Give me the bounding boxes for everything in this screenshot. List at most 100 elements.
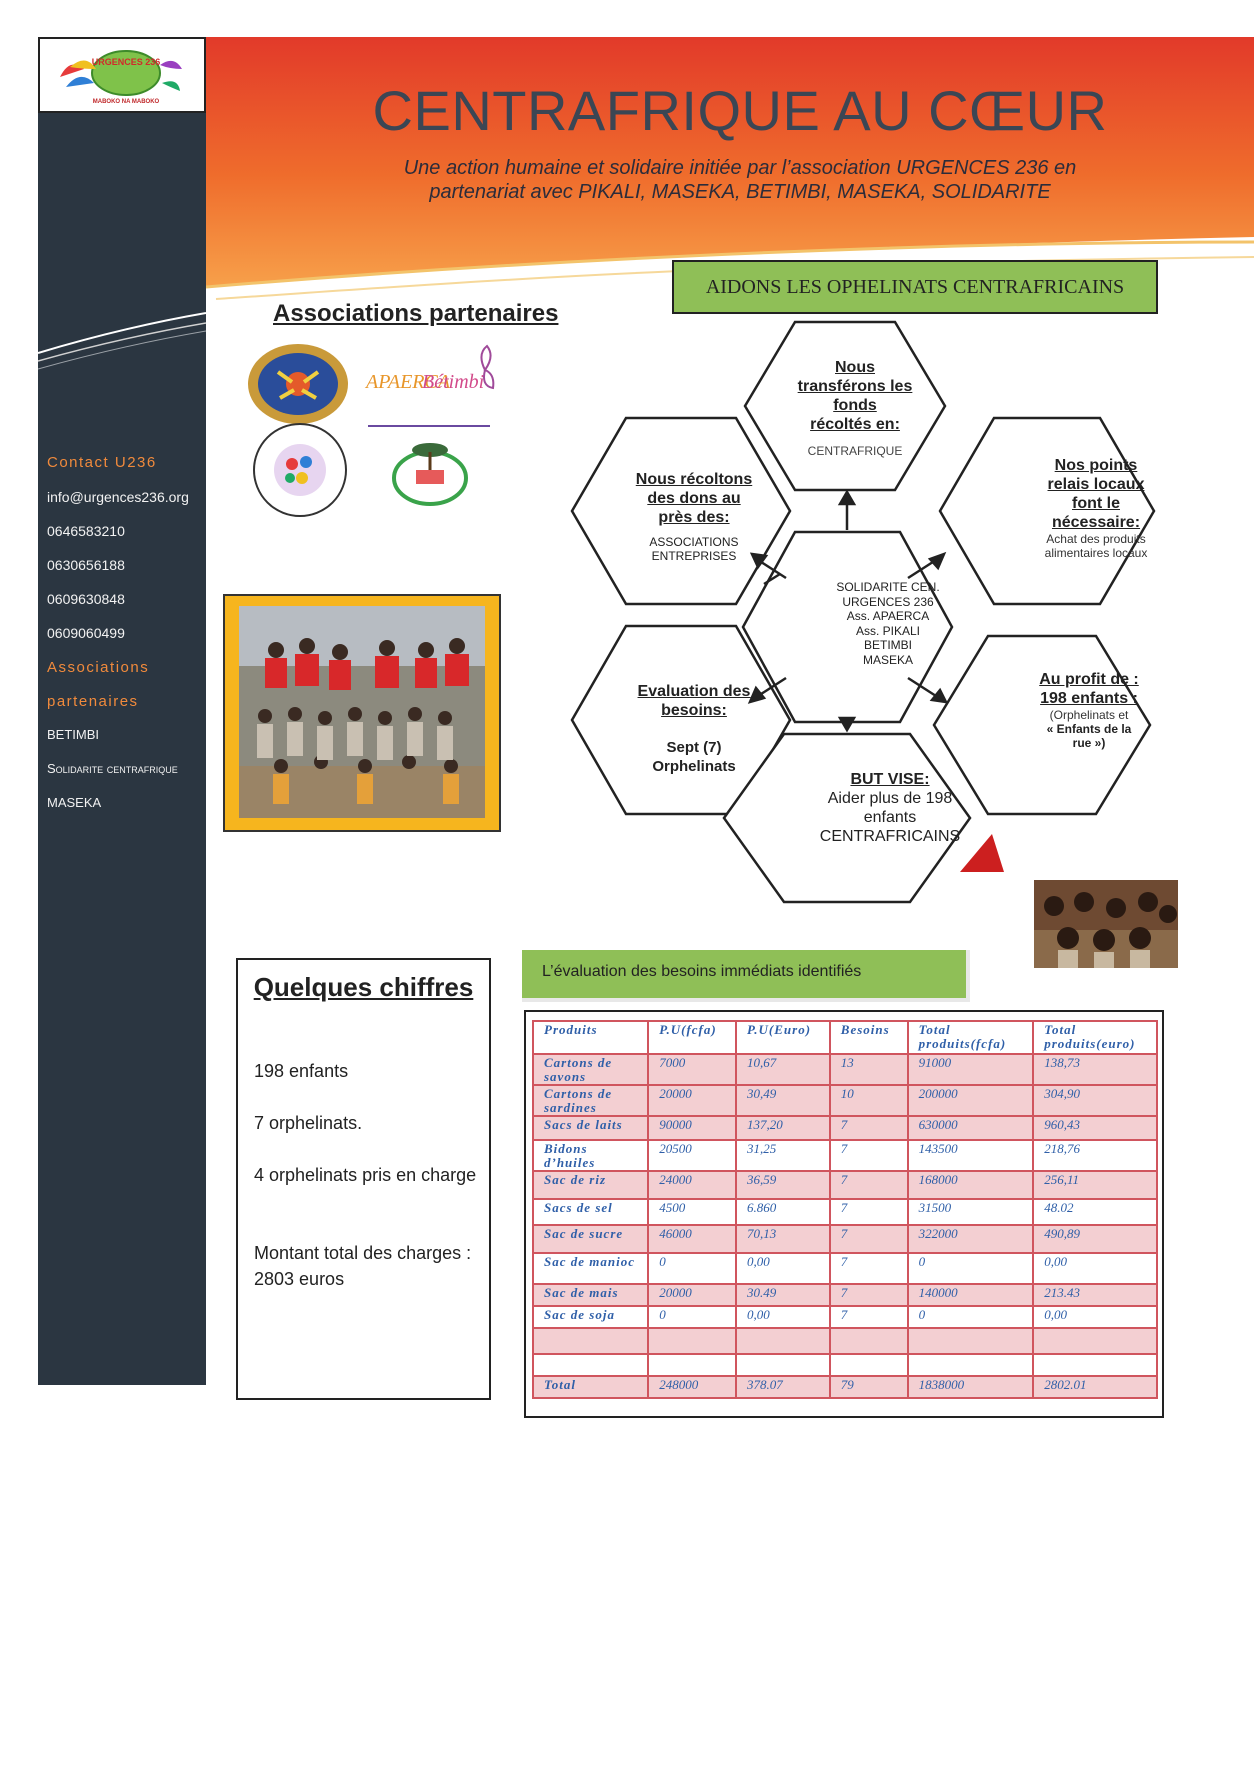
key-figure: 7 orphelinats. — [254, 1113, 363, 1133]
value-cell: 322000 — [906, 1224, 1035, 1254]
product-cell: Cartons de savons — [531, 1053, 650, 1086]
hex-lower-left-text: Evaluation des besoins: Sept (7) Orpheli… — [637, 683, 751, 775]
value-cell: 1838000 — [906, 1375, 1035, 1399]
value-cell: 70,13 — [735, 1224, 831, 1254]
contact-phone: 0630656188 — [47, 557, 125, 573]
value-cell: 7 — [828, 1305, 909, 1329]
children-group-photo — [223, 594, 501, 832]
subtitle-line: partenariat avec PIKALI, MASEKA, BETIMBI… — [429, 181, 1051, 203]
value-cell: 7000 — [647, 1053, 737, 1086]
column-header: P.U(Euro) — [735, 1020, 831, 1055]
value-cell: 31500 — [906, 1198, 1035, 1226]
page-subtitle: Une action humaine et solidaire initiée … — [360, 156, 1120, 204]
value-cell: 218,76 — [1032, 1139, 1158, 1172]
column-header: Total produits(fcfa) — [906, 1020, 1035, 1055]
association-emblem-icon — [248, 344, 348, 424]
key-figure: 4 orphelinats pris en charge — [254, 1165, 477, 1185]
value-cell: 200000 — [906, 1084, 1035, 1117]
children-small-photo — [1034, 880, 1178, 968]
value-cell: 10,67 — [735, 1053, 831, 1086]
contact-phone: 0609630848 — [47, 591, 125, 607]
value-cell: 0 — [906, 1305, 1035, 1329]
sidebar-swoosh — [38, 312, 206, 370]
value-cell: 140000 — [906, 1283, 1035, 1307]
value-cell: 0,00 — [1032, 1252, 1158, 1285]
value-cell — [828, 1327, 909, 1355]
value-cell: 30,49 — [735, 1084, 831, 1117]
hex-upper-left-text: Nous récoltons des dons au près des: ASS… — [635, 471, 753, 563]
value-cell: 10 — [828, 1084, 909, 1117]
product-cell: Sac de mais — [531, 1283, 650, 1307]
table-row — [531, 1353, 1158, 1377]
subtitle-line: Une action humaine et solidaire initiée … — [403, 157, 1077, 179]
product-cell — [531, 1327, 650, 1355]
hex-lower-right-text: Au profit de : 198 enfants : (Orphelinat… — [1039, 671, 1139, 750]
value-cell: 213.43 — [1032, 1283, 1158, 1307]
partners-heading: partenaires — [47, 693, 139, 710]
value-cell: 960,43 — [1032, 1115, 1158, 1141]
hex-center-text: SOLIDARITE CEN. URGENCES 236 Ass. APAERC… — [836, 580, 940, 667]
value-cell: 48.02 — [1032, 1198, 1158, 1226]
value-cell: 304,90 — [1032, 1084, 1158, 1117]
partner-logos: APAERCA Bétimbi — [248, 344, 495, 517]
value-cell: 143500 — [906, 1139, 1035, 1172]
partner-item: Solidarite centrafrique — [47, 761, 178, 776]
value-cell: 630000 — [906, 1115, 1035, 1141]
value-cell: 91000 — [906, 1053, 1035, 1086]
key-figures-box: Quelques chiffres 198 enfants 7 orphelin… — [236, 958, 491, 1400]
evaluation-banner: L’évaluation des besoins immédiats ident… — [522, 950, 970, 1002]
key-figures-title: Quelques chiffres — [253, 972, 474, 1002]
svg-text:URGENCES 236: URGENCES 236 — [92, 57, 161, 67]
key-figure: 198 enfants — [254, 1061, 349, 1081]
value-cell: 7 — [828, 1139, 909, 1172]
value-cell — [647, 1353, 737, 1377]
table-row — [531, 1327, 1158, 1355]
contact-email[interactable]: info@urgences236.org — [47, 489, 189, 505]
key-figure: Montant total des charges : 2803 euros — [254, 1243, 472, 1289]
product-cell: Sac de soja — [531, 1305, 650, 1329]
hex-top-text: Nous transférons les fonds récoltés en: … — [797, 359, 913, 458]
value-cell: 490,89 — [1032, 1224, 1158, 1254]
column-header: P.U(fcfa) — [647, 1020, 737, 1055]
column-header: Produits — [531, 1020, 650, 1055]
value-cell: 0 — [906, 1252, 1035, 1285]
hex-center — [741, 530, 954, 724]
sidebar — [38, 113, 206, 1385]
value-cell: 46000 — [647, 1224, 737, 1254]
product-cell: Cartons de sardines — [531, 1084, 650, 1117]
value-cell: 20000 — [647, 1283, 737, 1307]
value-cell: 248000 — [647, 1375, 737, 1399]
urgences-ring-logo — [253, 423, 347, 517]
value-cell: 7 — [828, 1252, 909, 1285]
value-cell: 7 — [828, 1170, 909, 1200]
globe-logo-icon: URGENCES 236 MABOKO NA MABOKO — [60, 50, 182, 105]
product-cell: Sac de sucre — [531, 1224, 650, 1254]
svg-text:Bétimbi: Bétimbi — [422, 371, 484, 393]
column-header: Total produits(euro) — [1032, 1020, 1158, 1055]
value-cell: 256,11 — [1032, 1170, 1158, 1200]
svg-text:APAERCA: APAERCA — [364, 371, 451, 393]
value-cell: 13 — [828, 1053, 909, 1086]
product-cell: Sac de manioc — [531, 1252, 650, 1285]
value-cell: 0 — [647, 1252, 737, 1285]
svg-text:MABOKO NA MABOKO: MABOKO NA MABOKO — [93, 99, 160, 105]
column-header: Besoins — [828, 1020, 909, 1055]
value-cell: 6.860 — [735, 1198, 831, 1226]
value-cell: 30.49 — [735, 1283, 831, 1307]
value-cell: 2802.01 — [1032, 1375, 1158, 1399]
red-triangle-icon — [960, 834, 1004, 872]
contact-phone: 0646583210 — [47, 523, 125, 539]
partner-item: MASEKA — [47, 795, 102, 810]
hex-bottom-text: BUT VISE: Aider plus de 198 enfants CENT… — [819, 771, 961, 845]
value-cell: 7 — [828, 1283, 909, 1307]
